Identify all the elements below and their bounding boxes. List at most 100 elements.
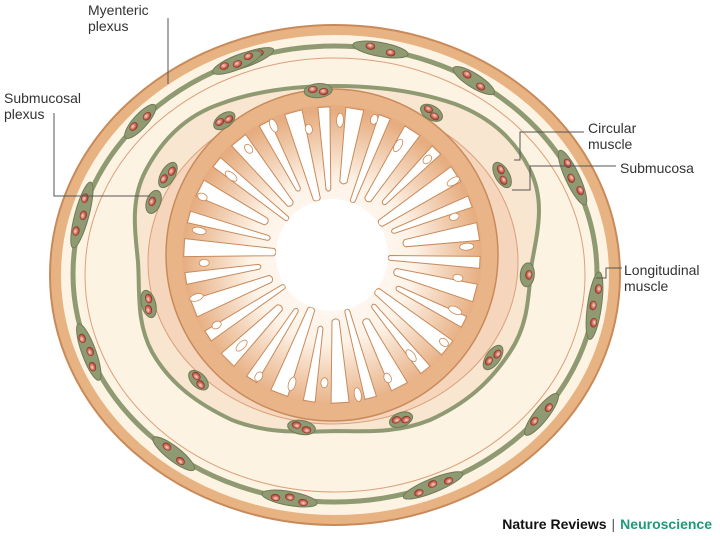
label-submucosa: Submucosa: [620, 160, 694, 176]
villus-fold: [374, 288, 454, 356]
ganglion: [188, 369, 209, 391]
ganglion-node: [318, 88, 329, 96]
villus-fold: [391, 195, 473, 234]
ganglion-node: [129, 122, 138, 131]
leader-circular: [514, 131, 584, 161]
leader-submucosa: [512, 165, 616, 191]
ganglion-node: [78, 333, 86, 344]
ganglion-node: [567, 173, 575, 183]
ganglion-node: [594, 284, 602, 294]
leader-submucosal: [53, 113, 150, 197]
leader-lines: [53, 18, 622, 279]
ganglion-node: [423, 105, 433, 114]
ganglion-node: [160, 174, 168, 184]
villus-fold: [393, 267, 479, 303]
crypt: [353, 387, 362, 402]
ganglion-node: [148, 196, 156, 207]
label-myenteric-line1: Myenteric: [88, 2, 149, 18]
ganglion-node: [72, 226, 80, 236]
ganglion-node: [496, 165, 505, 175]
label-myenteric-line2: plexus: [88, 18, 129, 34]
villus-fold: [349, 113, 391, 204]
ganglion: [124, 103, 157, 139]
villus-fold: [364, 125, 421, 203]
crypt: [287, 376, 297, 392]
ganglion-node: [167, 166, 176, 176]
label-circular-muscle: Circular muscle: [588, 120, 636, 152]
label-submucosal-line1: Submucosal: [4, 90, 82, 106]
ganglion: [70, 181, 94, 249]
ganglion-node: [544, 403, 553, 412]
ganglion: [213, 111, 236, 131]
ganglion-node: [243, 52, 254, 61]
crypt: [446, 176, 461, 187]
ganglion-node: [484, 356, 493, 366]
ganglion-node: [196, 380, 205, 389]
ganglion: [420, 103, 443, 122]
ganglion-node: [232, 60, 243, 68]
crypt: [211, 320, 222, 330]
ganglion: [519, 262, 535, 288]
ganglion-node: [385, 49, 396, 57]
ganglion: [152, 436, 196, 472]
ganglion: [524, 392, 559, 436]
villus-fold: [339, 106, 365, 185]
crypt: [244, 143, 254, 154]
lumen-center: [276, 199, 388, 311]
ganglion: [140, 289, 157, 319]
ganglion-node: [88, 361, 97, 372]
credit-separator: |: [611, 516, 616, 532]
ganglion-node: [215, 118, 225, 127]
villus-fold: [204, 284, 286, 342]
crypt: [189, 293, 204, 302]
crypt: [191, 226, 207, 235]
ganglion: [452, 66, 495, 96]
label-submucosal-line2: plexus: [4, 106, 45, 122]
ganglion-node: [270, 493, 281, 502]
ganglion-node: [144, 304, 153, 315]
crypt: [422, 154, 433, 165]
crypt: [336, 112, 344, 128]
crypt: [448, 212, 460, 221]
ganglion-node: [86, 346, 94, 357]
ganglion: [492, 161, 512, 189]
villus-fold: [402, 221, 481, 248]
villus-fold: [344, 308, 378, 401]
villus-fold: [245, 308, 299, 384]
villus-fold: [184, 263, 262, 285]
ganglion-node: [301, 426, 312, 434]
villus-fold: [330, 318, 350, 404]
crypt: [198, 258, 210, 267]
label-longitudinal-line2: muscle: [624, 278, 669, 294]
villus-fold: [317, 106, 332, 192]
label-longitudinal-muscle: Longitudinal muscle: [624, 262, 700, 294]
ganglion-node: [589, 300, 597, 311]
ganglion-node: [192, 371, 201, 381]
villus-fold: [183, 238, 277, 258]
ganglion-node: [298, 498, 308, 506]
ganglion: [261, 489, 318, 508]
label-myenteric-plexus: Myenteric plexus: [88, 2, 149, 34]
ganglion-node: [476, 82, 486, 91]
crypt: [320, 377, 329, 389]
crypt: [439, 337, 449, 347]
ganglion: [557, 149, 588, 206]
ganglion-node: [307, 86, 318, 94]
villus-folds: [183, 106, 481, 404]
ganglion: [76, 323, 102, 381]
ganglion-node: [391, 416, 401, 424]
crypt: [268, 118, 279, 133]
crypt: [197, 192, 208, 202]
crypt: [224, 170, 238, 182]
ganglion-node: [499, 175, 508, 185]
villus-fold: [395, 285, 468, 328]
ganglion-node: [291, 421, 302, 429]
crypt: [448, 305, 463, 315]
villus-fold: [387, 254, 481, 269]
crypt: [452, 273, 464, 282]
ganglion-node: [284, 493, 295, 501]
crypt: [370, 114, 379, 125]
ganglion-node: [443, 477, 454, 485]
villus-fold: [270, 306, 316, 398]
label-longitudinal-line1: Longitudinal: [624, 262, 700, 278]
